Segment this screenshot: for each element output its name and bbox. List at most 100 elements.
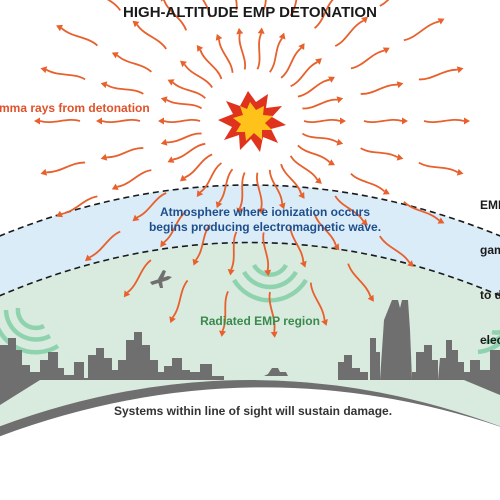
gamma-ray-arrowhead bbox=[40, 66, 48, 74]
gamma-ray-arrowhead bbox=[407, 260, 415, 267]
gamma-ray-arrowhead bbox=[158, 117, 164, 125]
gamma-ray-arrowhead bbox=[315, 177, 322, 184]
gamma-ray-arrowhead bbox=[56, 24, 63, 32]
gamma-ray-arrowhead bbox=[332, 243, 340, 251]
gamma-ray-arrowhead bbox=[100, 81, 108, 89]
gamma-ray-arrow bbox=[268, 291, 276, 333]
gamma-ray-arrow bbox=[183, 63, 213, 89]
gamma-ray-arrowhead bbox=[396, 81, 404, 89]
gamma-ray-arrow bbox=[221, 290, 229, 332]
gamma-ray-arrow bbox=[297, 78, 330, 98]
gamma-ray-arrow bbox=[107, 0, 121, 11]
gamma-ray-arrowhead bbox=[160, 240, 167, 248]
gamma-ray-arrow bbox=[45, 68, 86, 81]
gamma-ray-arrowhead bbox=[298, 191, 305, 199]
side-label-line: gam bbox=[480, 243, 500, 257]
gamma-ray-arrowhead bbox=[179, 174, 187, 182]
gamma-ray-arrow bbox=[101, 118, 141, 124]
gamma-ray-arrow bbox=[235, 0, 238, 11]
gamma-ray-arrow bbox=[280, 47, 302, 79]
radiated-region-label: Radiated EMP region bbox=[200, 314, 320, 328]
ground-damage-label: Systems within line of sight will sustai… bbox=[113, 404, 393, 418]
gamma-ray-arrowhead bbox=[278, 32, 286, 40]
gamma-ray-arrow bbox=[136, 24, 167, 50]
gamma-ray-arrowhead bbox=[278, 202, 286, 210]
gamma-rays bbox=[34, 0, 470, 338]
gamma-ray-arrowhead bbox=[34, 117, 40, 125]
gamma-ray-arrow bbox=[184, 153, 213, 179]
gamma-ray-arrowhead bbox=[196, 44, 204, 52]
gamma-ray-arrowhead bbox=[300, 260, 307, 268]
gamma-ray-arrow bbox=[423, 118, 465, 124]
gamma-ray-arrowhead bbox=[123, 290, 131, 298]
gamma-ray-arrowhead bbox=[100, 153, 108, 161]
gamma-ray-arrow bbox=[218, 168, 234, 204]
gamma-ray-arrow bbox=[238, 33, 247, 70]
side-label-line: EMP bbox=[480, 198, 500, 212]
gamma-ray-arrow bbox=[269, 37, 283, 73]
gamma-ray-arrowhead bbox=[96, 117, 102, 125]
gamma-ray-arrowhead bbox=[340, 117, 346, 125]
gamma-ray-arrowhead bbox=[328, 159, 335, 166]
diagram-title: HIGH-ALTITUDE EMP DETONATION bbox=[123, 4, 377, 21]
gamma-ray-arrowhead bbox=[257, 208, 265, 215]
gamma-ray-arrow bbox=[61, 195, 98, 215]
gamma-ray-arrow bbox=[163, 0, 188, 31]
gamma-ray-arrowhead bbox=[402, 117, 408, 125]
gamma-ray-arrowhead bbox=[464, 117, 470, 125]
gamma-ray-arrowhead bbox=[270, 331, 278, 338]
gamma-ray-arrow bbox=[347, 263, 372, 298]
gamma-ray-arrowhead bbox=[192, 258, 200, 266]
gamma-ray-arrowhead bbox=[264, 269, 272, 277]
gamma-ray-arrow bbox=[106, 147, 144, 159]
gamma-ray-arrow bbox=[199, 162, 223, 193]
gamma-ray-arrow bbox=[289, 0, 298, 17]
gamma-ray-arrow bbox=[171, 279, 189, 319]
gamma-ray-arrowhead bbox=[56, 210, 63, 218]
side-label-line: to d bbox=[480, 288, 500, 302]
gamma-ray-arrowhead bbox=[367, 294, 374, 302]
gamma-ray-arrowhead bbox=[215, 33, 223, 41]
atmosphere-label-line-1: Atmosphere where ionization occurs bbox=[159, 205, 371, 219]
gamma-ray-arrowhead bbox=[396, 153, 404, 161]
gamma-ray-arrow bbox=[289, 226, 305, 263]
wave-symbol-right bbox=[477, 329, 500, 355]
gamma-ray-arrowhead bbox=[132, 20, 140, 28]
gamma-ray-arrow bbox=[46, 161, 86, 174]
gamma-ray-arrow bbox=[350, 172, 386, 193]
side-label-truncated: EMP gam to d elec bbox=[480, 168, 500, 378]
wave-symbol-left bbox=[0, 307, 60, 355]
gamma-ray-arrowhead bbox=[167, 79, 175, 86]
gamma-ray-arrowhead bbox=[382, 188, 390, 195]
gamma-ray-arrowhead bbox=[236, 27, 244, 35]
airplane-icon bbox=[150, 270, 172, 288]
gamma-ray-arrow bbox=[403, 201, 440, 222]
gamma-ray-arrow bbox=[163, 118, 201, 124]
gamma-ray-arrowhead bbox=[321, 319, 328, 326]
gamma-ray-arrowhead bbox=[40, 168, 48, 176]
gamma-ray-arrow bbox=[280, 163, 303, 195]
ground-arc bbox=[0, 380, 500, 500]
gamma-ray-arrow bbox=[290, 61, 318, 88]
gamma-ray-arrowhead bbox=[336, 96, 344, 104]
side-label-line: elec bbox=[480, 333, 500, 347]
gamma-ray-arrow bbox=[268, 169, 283, 204]
gamma-ray-arrow bbox=[105, 83, 144, 95]
gamma-ray-arrowhead bbox=[382, 47, 390, 54]
gamma-ray-arrow bbox=[202, 0, 211, 18]
gamma-ray-arrow bbox=[297, 144, 331, 163]
gamma-rays-label: Gamma rays from detonation bbox=[0, 101, 150, 115]
gamma-ray-arrowhead bbox=[361, 16, 368, 24]
gamma-ray-arrow bbox=[166, 98, 203, 110]
gamma-ray-arrow bbox=[172, 81, 206, 99]
gamma-ray-arrowhead bbox=[456, 66, 464, 74]
atmosphere-label: Atmosphere where ionization occurs begin… bbox=[0, 205, 500, 235]
gamma-ray-arrowhead bbox=[315, 58, 322, 65]
city-skyline bbox=[0, 300, 500, 405]
gamma-ray-arrowhead bbox=[336, 138, 344, 146]
gamma-ray-arrowhead bbox=[111, 52, 119, 59]
gamma-ray-arrowhead bbox=[361, 218, 368, 226]
gamma-ray-arrowhead bbox=[169, 316, 176, 324]
gamma-ray-arrowhead bbox=[257, 27, 265, 34]
gamma-ray-arrowhead bbox=[179, 60, 187, 68]
